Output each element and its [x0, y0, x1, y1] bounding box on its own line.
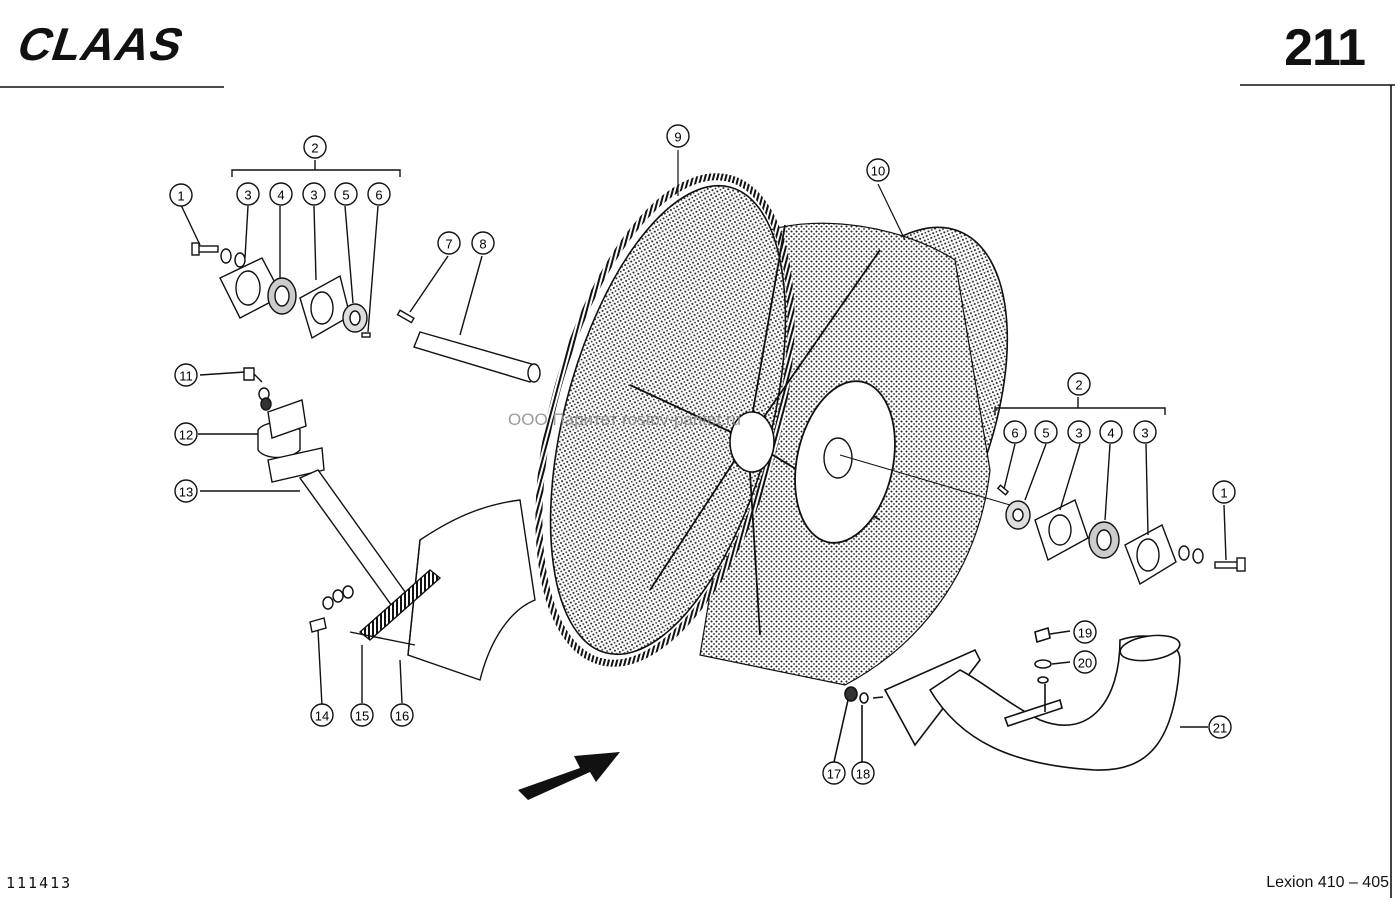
callout-circle	[334, 182, 358, 206]
callout-label: 12	[179, 428, 193, 443]
callout-circle	[302, 182, 326, 206]
callout-label: 20	[1078, 656, 1092, 671]
callout-circle	[303, 135, 327, 159]
callout-label: 1	[177, 189, 184, 204]
callout-label: 21	[1213, 721, 1227, 736]
callout-circle	[1133, 420, 1157, 444]
callout-label: 3	[1141, 426, 1148, 441]
callout-label: 6	[1011, 426, 1018, 441]
callout-circle	[822, 761, 846, 785]
callout-label: 19	[1078, 626, 1092, 641]
callout-label: 15	[355, 709, 369, 724]
callout-circle	[174, 479, 198, 503]
callout-circle	[174, 363, 198, 387]
page-number: 211	[1284, 19, 1366, 77]
callout-circle	[666, 124, 690, 148]
callout-label: 8	[479, 237, 486, 252]
model-designation: Lexion 410 – 405	[1266, 874, 1389, 891]
direction-arrow	[518, 752, 620, 800]
callout-circle	[1034, 420, 1058, 444]
sheet-frame	[0, 84, 1395, 898]
callout-circle	[1099, 420, 1123, 444]
svg-text:CLAAS: CLAAS	[11, 19, 191, 66]
callout-label: 17	[827, 767, 841, 782]
callout-circle	[851, 761, 875, 785]
callout-circle	[310, 703, 334, 727]
callout-label: 2	[311, 141, 318, 156]
callout-circle	[437, 231, 461, 255]
callout-label: 9	[674, 130, 681, 145]
callout-circle	[1003, 420, 1027, 444]
callout-label: 2	[1075, 378, 1082, 393]
callout-label: 14	[315, 709, 329, 724]
callout-label: 4	[1107, 426, 1114, 441]
callout-label: 5	[342, 188, 349, 203]
drawing-number: 111413	[6, 874, 73, 892]
watermark: ООО Паритет rostov-paritet.ru	[508, 410, 742, 429]
callout-label: 4	[277, 188, 284, 203]
shaft	[396, 255, 541, 383]
callout-label: 3	[244, 188, 251, 203]
callout-circle	[1208, 715, 1232, 739]
callout-circle	[350, 703, 374, 727]
rotary-screen-drum	[535, 173, 1011, 686]
callout-circle	[1073, 650, 1097, 674]
callout-circle	[390, 703, 414, 727]
callout-label: 6	[375, 188, 382, 203]
callout-label: 10	[871, 164, 885, 179]
support-bracket-assembly	[198, 367, 536, 707]
callout-label: 7	[445, 237, 452, 252]
left-bearing-set	[180, 160, 401, 340]
leader-lines	[677, 150, 906, 241]
callout-circle	[269, 182, 293, 206]
callout-circle	[866, 158, 890, 182]
air-duct-assembly	[833, 626, 1208, 771]
callout-markers	[169, 124, 1236, 785]
callout-label: 11	[179, 369, 193, 384]
callout-circle	[169, 183, 193, 207]
callout-circle	[1067, 372, 1091, 396]
callout-label: 1	[1220, 486, 1227, 501]
callout-label: 3	[1075, 426, 1082, 441]
callout-label: 3	[310, 188, 317, 203]
right-bearing-set	[994, 397, 1246, 586]
callout-circle	[174, 422, 198, 446]
callout-circle	[471, 231, 495, 255]
callout-circle	[1067, 420, 1091, 444]
callout-circle	[1073, 620, 1097, 644]
claas-logo: CLAAS	[11, 19, 191, 66]
callout-label: 13	[179, 485, 193, 500]
callout-circle	[367, 182, 391, 206]
callout-label: 16	[395, 709, 409, 724]
callout-label: 18	[856, 767, 870, 782]
callout-circle	[1212, 480, 1236, 504]
callout-circle	[236, 182, 260, 206]
callout-label: 5	[1042, 426, 1049, 441]
